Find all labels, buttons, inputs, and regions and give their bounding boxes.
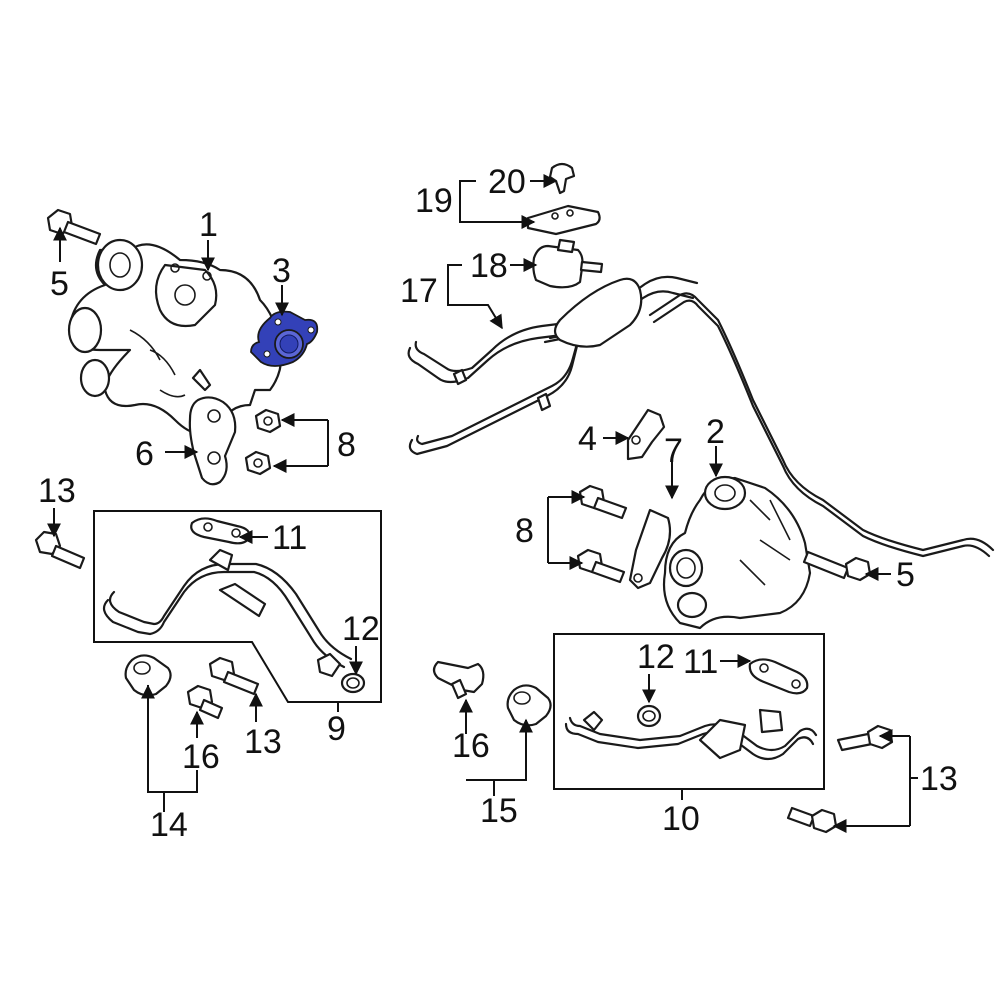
callout-10: 10 — [662, 800, 700, 838]
callout-12-left: 12 — [342, 610, 380, 648]
heat-shield-part-4[interactable] — [626, 408, 666, 461]
vacuum-tube-part-17[interactable] — [407, 275, 699, 456]
callout-7: 7 — [664, 432, 683, 470]
callout-12-right: 12 — [637, 638, 675, 676]
bracket-part-6[interactable] — [188, 396, 237, 486]
callout-3: 3 — [272, 252, 291, 290]
bracket-part-19[interactable] — [526, 204, 601, 236]
callout-8-right: 8 — [515, 512, 534, 550]
bolt-part-5-left[interactable] — [46, 208, 102, 246]
bushing-part-15[interactable] — [506, 684, 552, 727]
callout-13-mid: 13 — [244, 723, 282, 761]
clip-part-20[interactable] — [548, 162, 576, 195]
callout-2: 2 — [706, 413, 725, 451]
bolt-part-13-left[interactable] — [34, 530, 86, 570]
bracket-part-7[interactable] — [628, 508, 672, 590]
o-ring-part-12-right[interactable] — [636, 704, 662, 728]
o-ring-part-12-left[interactable] — [340, 672, 366, 694]
callout-labels: 1 3 5 6 8 13 11 12 9 13 16 14 20 19 18 1… — [38, 163, 958, 844]
nut-part-8-left-a[interactable] — [254, 408, 282, 434]
callout-13-left: 13 — [38, 472, 76, 510]
callout-15: 15 — [480, 792, 518, 830]
callout-18: 18 — [470, 247, 508, 285]
callout-20: 20 — [488, 163, 526, 201]
bolt-part-13-right-b[interactable] — [786, 806, 838, 834]
stud-part-8-right-a[interactable] — [578, 484, 628, 520]
callout-16-right: 16 — [452, 727, 490, 765]
nut-part-8-left-b[interactable] — [244, 450, 272, 476]
callout-9: 9 — [327, 710, 346, 748]
callout-14: 14 — [150, 806, 188, 844]
kit-box-part-9 — [93, 510, 382, 703]
oil-tube-part-10[interactable] — [564, 708, 818, 761]
stud-part-8-right-b[interactable] — [576, 548, 626, 584]
callout-4: 4 — [578, 420, 597, 458]
gasket-part-11-right[interactable] — [748, 658, 809, 695]
sensor-part-18[interactable] — [532, 238, 604, 289]
callout-11-right: 11 — [683, 643, 718, 681]
bushing-part-14[interactable] — [124, 654, 172, 697]
leader-lines — [47, 174, 918, 833]
callout-8-left: 8 — [337, 426, 356, 464]
callout-5-right: 5 — [896, 556, 915, 594]
callout-1: 1 — [199, 206, 218, 244]
long-pipe-part-17[interactable] — [648, 292, 995, 558]
bolt-part-16-left[interactable] — [186, 684, 224, 720]
turbocharger-part-1[interactable] — [67, 238, 283, 435]
callout-19: 19 — [415, 182, 453, 220]
bolt-part-5-right[interactable] — [802, 550, 872, 582]
callout-17: 17 — [400, 272, 438, 310]
callout-11-left: 11 — [272, 519, 307, 557]
kit-box-part-10 — [553, 633, 825, 790]
bolt-part-13-mid[interactable] — [208, 656, 260, 696]
turbocharger-part-2[interactable] — [662, 475, 812, 630]
bolt-part-13-right-a[interactable] — [836, 724, 894, 752]
oil-tube-part-9[interactable] — [102, 517, 353, 678]
bolt-part-16-right[interactable] — [432, 660, 485, 700]
callout-6: 6 — [135, 435, 154, 473]
callout-5-left: 5 — [50, 265, 69, 303]
gasket-part-3[interactable] — [250, 310, 319, 367]
callout-16-left: 16 — [182, 738, 220, 776]
callout-13-right: 13 — [920, 760, 958, 798]
